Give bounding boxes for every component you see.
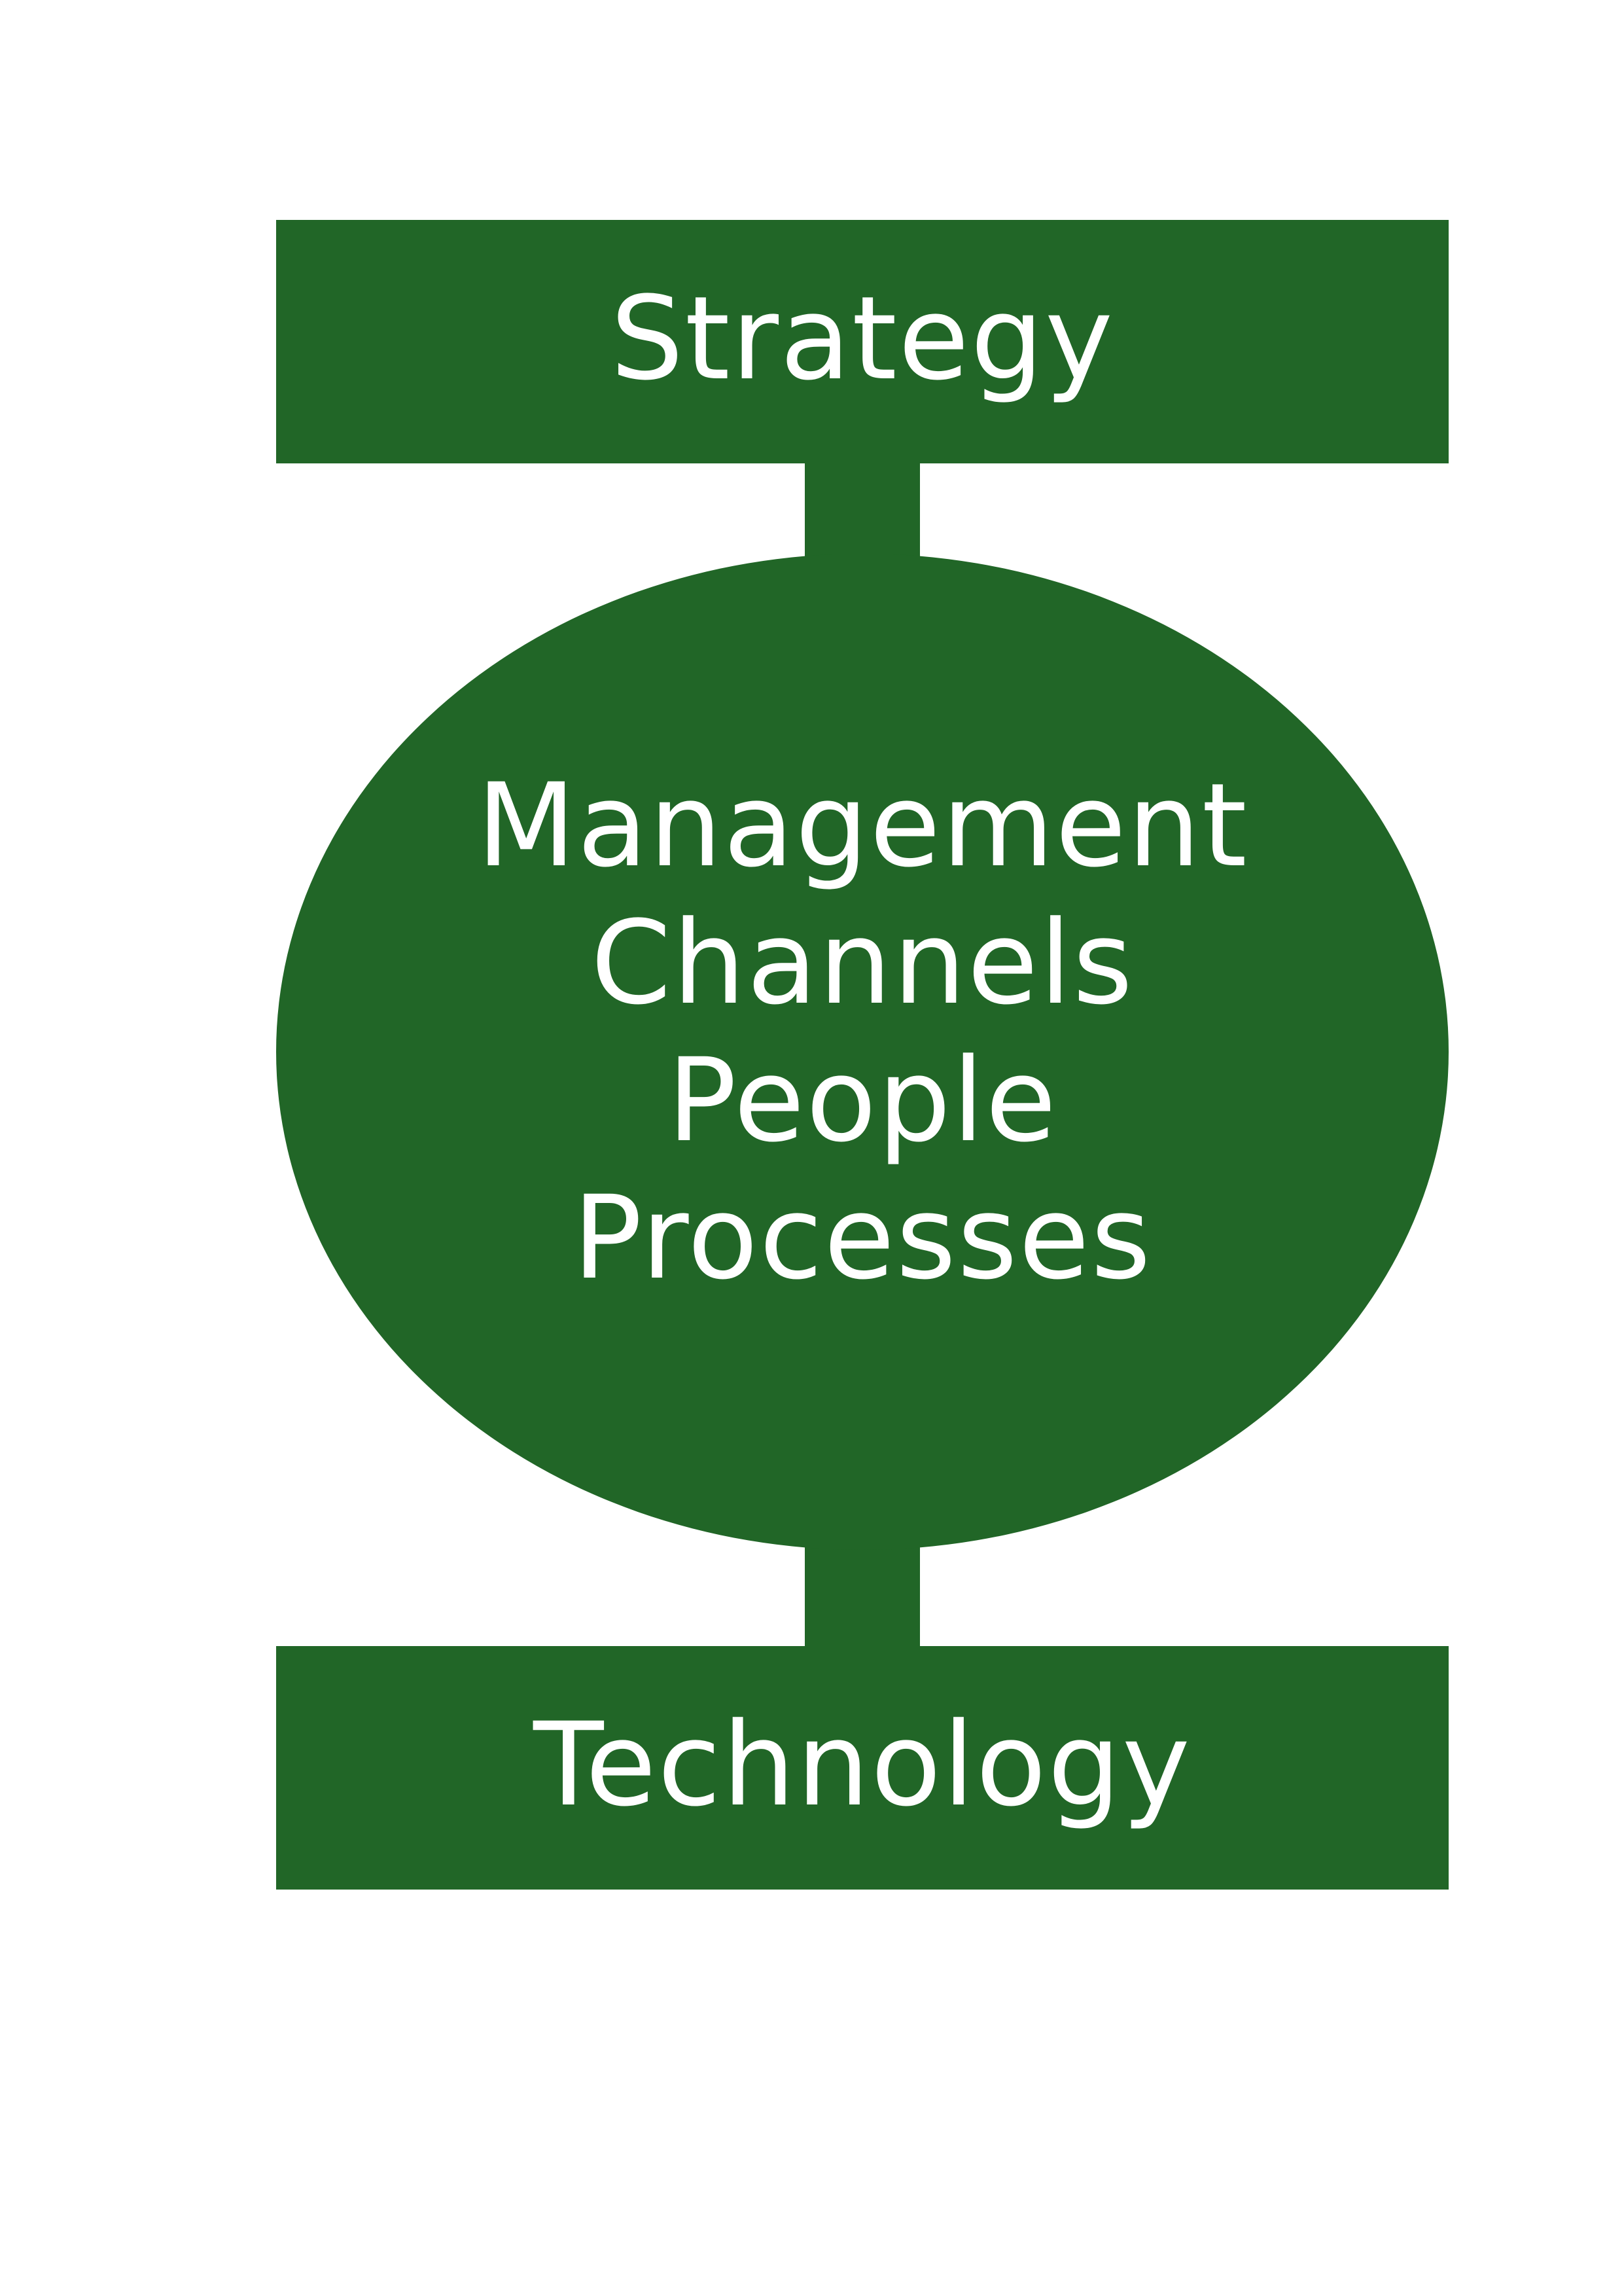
- center-item-people: People: [667, 1033, 1058, 1168]
- top-connector: [805, 458, 920, 563]
- technology-label: Technology: [533, 1698, 1192, 1832]
- center-item-management: Management: [476, 759, 1248, 893]
- center-item-channels: Channels: [590, 896, 1135, 1030]
- center-item-processes: Processes: [573, 1171, 1152, 1305]
- strategy-label: Strategy: [610, 272, 1115, 406]
- strategy-box: Strategy: [276, 220, 1449, 463]
- center-item-list: Management Channels People Processes: [476, 757, 1248, 1307]
- technology-box: Technology: [276, 1646, 1449, 1890]
- center-ellipse: Management Channels People Processes: [276, 554, 1449, 1550]
- bottom-connector: [805, 1539, 920, 1651]
